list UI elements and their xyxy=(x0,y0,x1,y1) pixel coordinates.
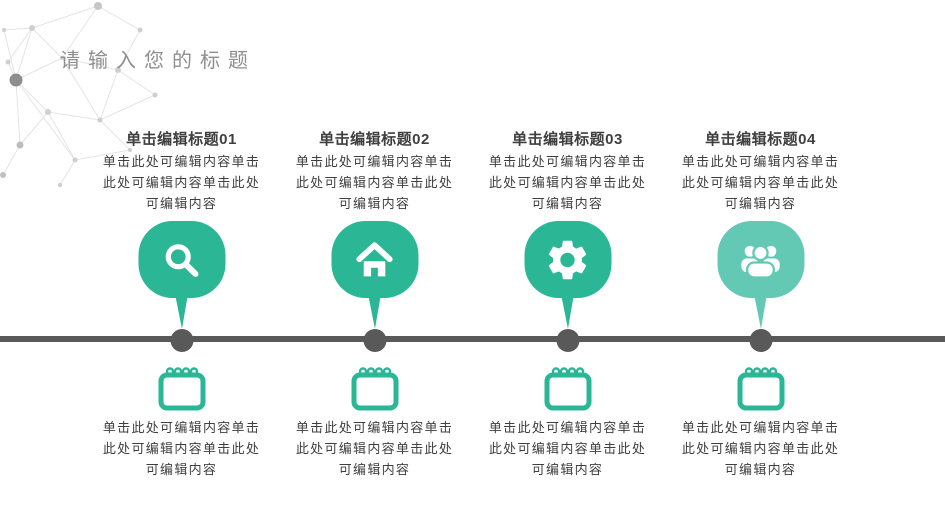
gear-icon xyxy=(548,240,587,279)
timeline-item-02: 单击编辑标题02 单击此处可编辑内容单击此处可编辑内容单击此处可编辑内容 xyxy=(278,128,471,498)
calendar-icon xyxy=(737,367,784,411)
timeline-item-04: 单击编辑标题04 单击此处可编辑内容单击此处可编辑内容单击此处可编辑内容 xyxy=(664,128,857,498)
timeline-line xyxy=(0,336,945,342)
bubble-shape xyxy=(138,221,225,298)
timeline-dot[interactable] xyxy=(556,329,579,352)
item-heading[interactable]: 单击编辑标题02 xyxy=(319,131,430,148)
timeline-columns: 单击编辑标题01 单击此处可编辑内容单击此处可编辑内容单击此处可编辑内容 xyxy=(85,128,857,498)
item-bottom-text[interactable]: 单击此处可编辑内容单击此处可编辑内容单击此处可编辑内容 xyxy=(488,420,647,477)
bubble-shape xyxy=(331,221,418,298)
network-decoration xyxy=(0,2,158,188)
calendar-icon xyxy=(158,367,205,411)
page-title[interactable]: 请输入您的标题 xyxy=(60,50,256,72)
item-heading[interactable]: 单击编辑标题04 xyxy=(705,131,816,148)
icon-bubble[interactable] xyxy=(717,221,804,329)
timeline-dot[interactable] xyxy=(749,329,772,352)
bubble-tail xyxy=(754,295,767,329)
item-bottom-text[interactable]: 单击此处可编辑内容单击此处可编辑内容单击此处可编辑内容 xyxy=(681,420,840,477)
bubble-tail xyxy=(175,295,188,329)
item-top-text[interactable]: 单击此处可编辑内容单击此处可编辑内容单击此处可编辑内容 xyxy=(102,154,261,211)
timeline-dot[interactable] xyxy=(363,329,386,352)
bubble-shape xyxy=(524,221,611,298)
icon-bubble[interactable] xyxy=(138,221,225,329)
users-icon xyxy=(741,244,780,279)
item-top-text[interactable]: 单击此处可编辑内容单击此处可编辑内容单击此处可编辑内容 xyxy=(488,154,647,211)
item-top-text[interactable]: 单击此处可编辑内容单击此处可编辑内容单击此处可编辑内容 xyxy=(295,154,454,211)
timeline-item-03: 单击编辑标题03 单击此处可编辑内容单击此处可编辑内容单击此处可编辑内容 单击此… xyxy=(471,128,664,498)
home-icon xyxy=(356,241,393,276)
timeline-item-01: 单击编辑标题01 单击此处可编辑内容单击此处可编辑内容单击此处可编辑内容 xyxy=(85,128,278,498)
icon-bubble[interactable] xyxy=(524,221,611,329)
item-bottom-text[interactable]: 单击此处可编辑内容单击此处可编辑内容单击此处可编辑内容 xyxy=(295,420,454,477)
icon-bubble[interactable] xyxy=(331,221,418,329)
item-heading[interactable]: 单击编辑标题01 xyxy=(126,131,237,148)
timeline-dot[interactable] xyxy=(170,329,193,352)
search-icon xyxy=(165,243,199,277)
item-top-text[interactable]: 单击此处可编辑内容单击此处可编辑内容单击此处可编辑内容 xyxy=(681,154,840,211)
item-bottom-text[interactable]: 单击此处可编辑内容单击此处可编辑内容单击此处可编辑内容 xyxy=(102,420,261,477)
item-heading[interactable]: 单击编辑标题03 xyxy=(512,131,623,148)
bubble-tail xyxy=(561,295,574,329)
calendar-icon xyxy=(544,367,591,411)
bubble-shape xyxy=(717,221,804,298)
bubble-tail xyxy=(368,295,381,329)
calendar-icon xyxy=(351,367,398,411)
